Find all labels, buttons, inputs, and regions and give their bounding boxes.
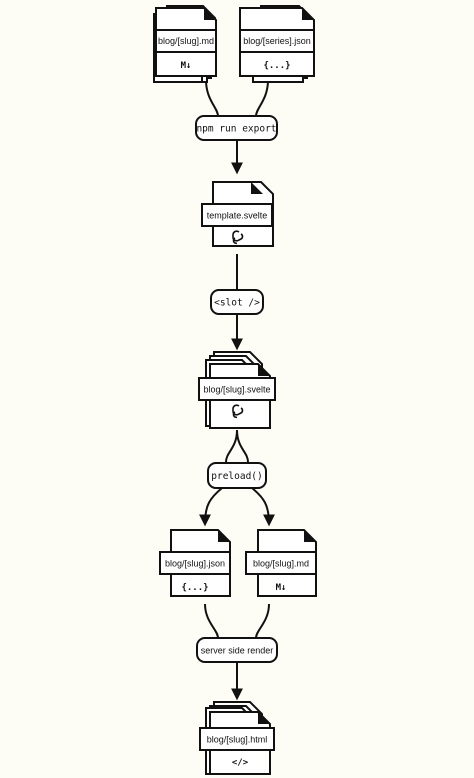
file-blog-series-json: blog/[series].json {...} bbox=[239, 5, 315, 83]
file-label: template.svelte bbox=[207, 211, 268, 221]
json-braces-icon: {...} bbox=[263, 61, 290, 71]
file-blog-slug-html: blog/[slug].html </> bbox=[199, 701, 275, 775]
file-blog-slug-json: blog/[slug].json {...} bbox=[159, 529, 231, 597]
svelte-icon bbox=[232, 230, 244, 245]
connectors bbox=[199, 79, 275, 701]
file-label: blog/[slug].json bbox=[165, 559, 225, 569]
connector-md-to-ssr bbox=[255, 603, 270, 639]
file-label: blog/[series].json bbox=[243, 36, 311, 46]
step-preload: preload() bbox=[207, 462, 267, 489]
file-template-svelte: template.svelte bbox=[201, 181, 274, 247]
file-blog-slug-md-lower: blog/[slug].md M↓ bbox=[245, 529, 317, 597]
connector-preload-to-md bbox=[251, 487, 275, 527]
step-label: <slot /> bbox=[214, 298, 260, 309]
connector-json-to-export bbox=[255, 79, 269, 117]
svelte-icon bbox=[232, 404, 244, 419]
markdown-icon: M↓ bbox=[181, 61, 192, 71]
html-code-icon: </> bbox=[232, 758, 249, 768]
file-blog-slug-md: blog/[slug].md M↓ bbox=[153, 5, 217, 83]
connector-md-to-export bbox=[205, 79, 219, 117]
file-label: blog/[slug].svelte bbox=[203, 385, 270, 395]
step-server-side-render: server side render bbox=[196, 637, 278, 663]
step-slot: <slot /> bbox=[210, 289, 264, 315]
connector-preload-to-json bbox=[199, 487, 223, 527]
connector-json-to-ssr bbox=[204, 603, 219, 639]
step-npm-run-export: npm run export bbox=[195, 115, 278, 141]
markdown-icon: M↓ bbox=[276, 583, 287, 593]
file-blog-slug-svelte: blog/[slug].svelte bbox=[198, 351, 276, 429]
step-label: server side render bbox=[201, 646, 274, 656]
file-label: blog/[slug].md bbox=[158, 36, 214, 46]
step-label: preload() bbox=[211, 471, 262, 482]
step-label: npm run export bbox=[196, 124, 276, 135]
file-label: blog/[slug].html bbox=[207, 735, 268, 745]
connector-svelte-to-preload-left bbox=[225, 429, 238, 463]
connector-svelte-to-preload bbox=[236, 429, 249, 463]
file-label: blog/[slug].md bbox=[253, 559, 309, 569]
json-braces-icon: {...} bbox=[181, 583, 208, 593]
